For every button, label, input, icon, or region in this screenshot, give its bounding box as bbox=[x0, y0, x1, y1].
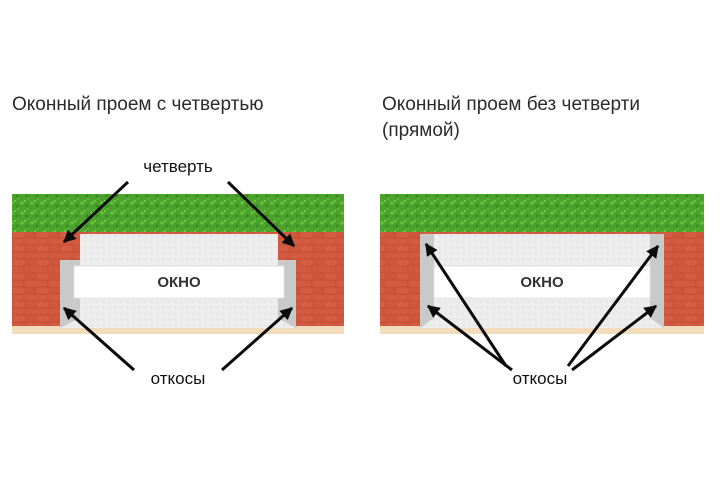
arrow-slope-right-lower bbox=[571, 304, 658, 372]
arrow-slope-right-upper bbox=[566, 244, 660, 367]
window-frame bbox=[73, 265, 285, 299]
grass-strip bbox=[12, 194, 344, 236]
arrow-slope-right bbox=[221, 306, 293, 372]
window-frame bbox=[433, 265, 651, 299]
arrow-slope-left-lower bbox=[426, 304, 513, 372]
diagram-right: ОКНО откосы bbox=[380, 194, 704, 388]
diagram-right-title: Оконный проем без четверти (прямой) bbox=[382, 94, 640, 141]
window-label: ОКНО bbox=[520, 274, 564, 291]
floor-strip bbox=[380, 326, 704, 334]
arrow-quarter-left bbox=[62, 180, 130, 244]
floor-strip bbox=[12, 326, 344, 334]
quarter-label: четверть bbox=[143, 157, 213, 176]
slopes-label: откосы bbox=[151, 369, 206, 388]
slope-left bbox=[420, 234, 434, 328]
window-label: ОКНО bbox=[157, 274, 201, 291]
diagram-left: ОКНО четверть откосы bbox=[12, 157, 344, 388]
arrow-slope-left-upper bbox=[424, 242, 508, 367]
grass-strip bbox=[380, 194, 704, 236]
diagram-left-title: Оконный проем с четвертью bbox=[12, 94, 264, 115]
arrow-slope-left bbox=[63, 306, 135, 372]
arrow-quarter-right bbox=[226, 180, 296, 248]
slopes-label: откосы bbox=[513, 369, 568, 388]
